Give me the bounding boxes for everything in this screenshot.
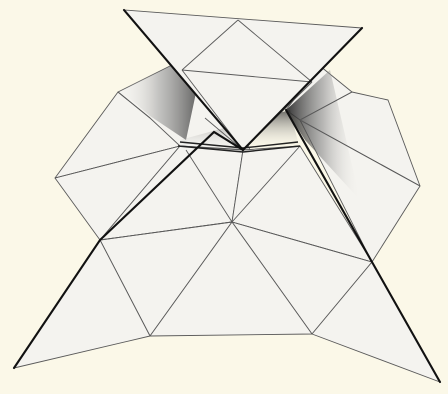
diagram-canvas — [0, 0, 448, 394]
owl-fold-diagram — [0, 0, 448, 394]
